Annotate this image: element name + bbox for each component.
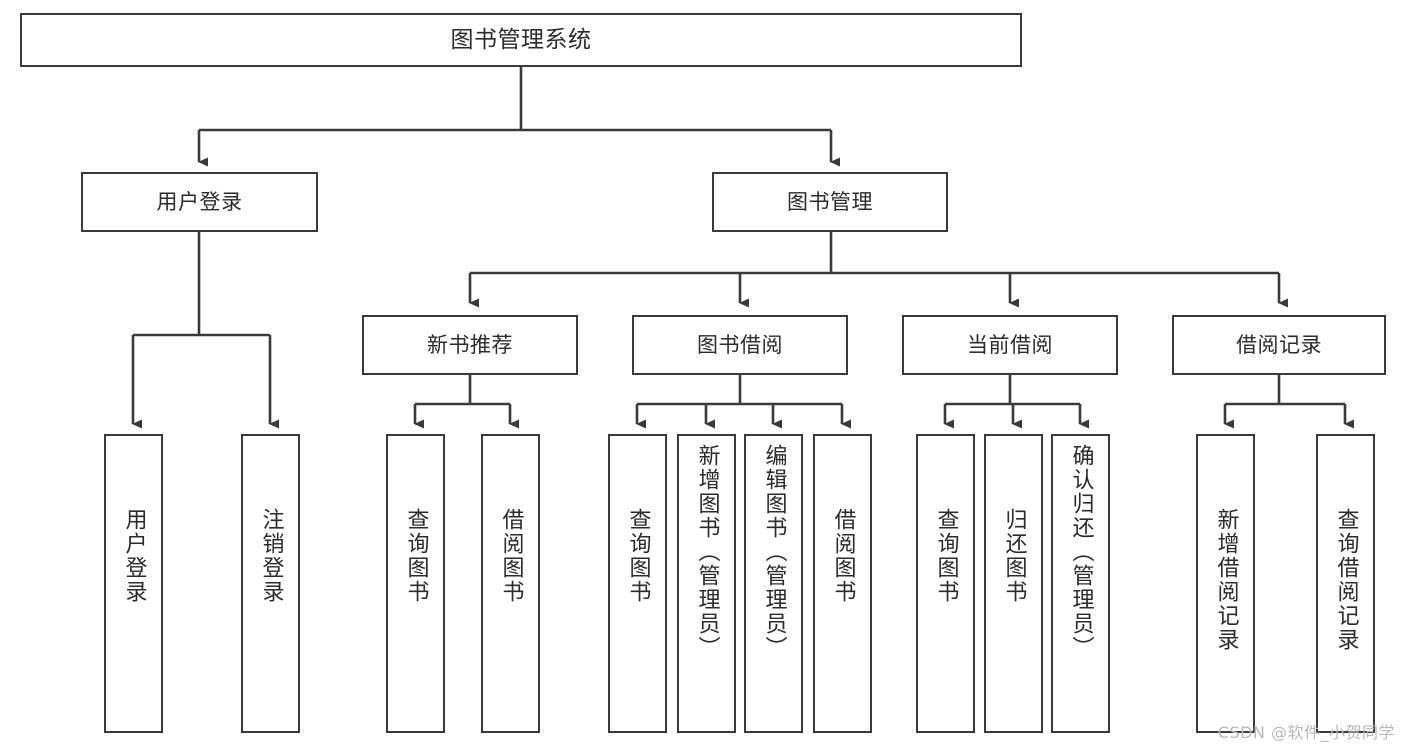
node-label: 图书管理系统	[450, 26, 592, 53]
node-book-management[interactable]: 图书管理	[712, 172, 948, 232]
node-label: 查询图书	[403, 508, 429, 604]
node-label: 用户登录	[121, 508, 147, 604]
node-borrow-record[interactable]: 借阅记录	[1172, 315, 1386, 375]
leaf-borrow-record-add[interactable]: 新增借阅记录	[1196, 434, 1255, 733]
node-book-borrow[interactable]: 图书借阅	[632, 315, 848, 375]
watermark: CSDN @软件_小贺同学	[1217, 723, 1395, 742]
leaf-book-borrow-edit[interactable]: 编辑图书（管理员）	[744, 434, 803, 733]
leaf-book-borrow-borrow[interactable]: 借阅图书	[813, 434, 872, 733]
leaf-book-borrow-query[interactable]: 查询图书	[608, 434, 667, 733]
node-label: 借阅图书	[830, 508, 856, 604]
node-label: 编辑图书（管理员）	[761, 444, 787, 660]
leaf-new-book-borrow[interactable]: 借阅图书	[481, 434, 540, 733]
node-label: 用户登录	[156, 189, 243, 214]
node-label: 当前借阅	[967, 332, 1053, 357]
node-label: 借阅图书	[498, 508, 524, 604]
leaf-current-borrow-query[interactable]: 查询图书	[916, 434, 975, 733]
node-label: 新书推荐	[427, 332, 513, 357]
leaf-borrow-record-query[interactable]: 查询借阅记录	[1316, 434, 1375, 733]
leaf-current-borrow-return[interactable]: 归还图书	[984, 434, 1043, 733]
leaf-current-borrow-confirm-return[interactable]: 确认归还（管理员）	[1051, 434, 1110, 733]
node-root-system[interactable]: 图书管理系统	[20, 13, 1022, 67]
node-label: 查询借阅记录	[1333, 508, 1359, 652]
node-user-login[interactable]: 用户登录	[81, 172, 318, 232]
node-label: 确认归还（管理员）	[1068, 444, 1094, 660]
node-label: 查询图书	[933, 508, 959, 604]
leaf-user-login-logout[interactable]: 注销登录	[241, 434, 300, 733]
node-label: 图书借阅	[697, 332, 783, 357]
node-label: 注销登录	[258, 508, 284, 604]
node-label: 归还图书	[1001, 508, 1027, 604]
leaf-user-login-login[interactable]: 用户登录	[104, 434, 163, 733]
node-label: 图书管理	[787, 189, 873, 214]
node-new-book-recommend[interactable]: 新书推荐	[362, 315, 578, 375]
node-label: 新增借阅记录	[1213, 508, 1239, 652]
node-current-borrow[interactable]: 当前借阅	[902, 315, 1118, 375]
leaf-new-book-query[interactable]: 查询图书	[386, 434, 445, 733]
node-label: 新增图书（管理员）	[694, 444, 720, 660]
leaf-book-borrow-add[interactable]: 新增图书（管理员）	[677, 434, 736, 733]
node-label: 借阅记录	[1236, 332, 1322, 357]
node-label: 查询图书	[625, 508, 651, 604]
